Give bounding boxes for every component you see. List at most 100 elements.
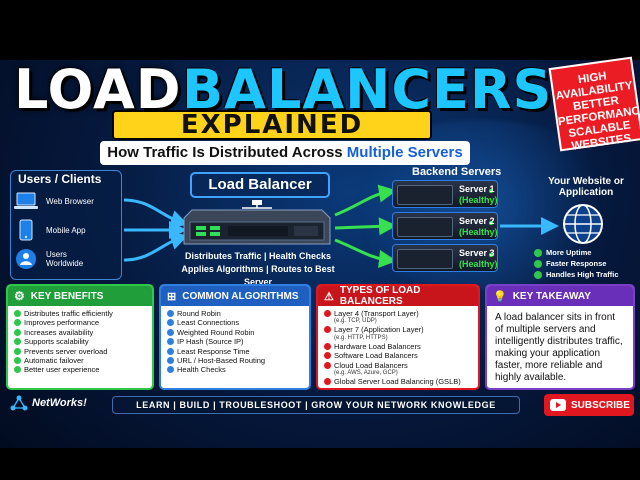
panel-title: KEY BENEFITS: [30, 290, 104, 302]
item-text: Software Load Balancers: [334, 351, 418, 361]
bullet-icon: [324, 361, 331, 369]
check-icon: [534, 248, 542, 257]
bullet-icon: [324, 352, 331, 360]
server-led: [489, 189, 493, 193]
letterbox-bottom: [0, 448, 640, 480]
list-item: Distributes traffic efficiently: [14, 309, 148, 318]
check-icon: [14, 366, 21, 374]
server-1: Server 1(Healthy): [392, 180, 498, 208]
website-benefit: Handles High Traffic: [534, 270, 619, 279]
website-title: Your Website or Application: [548, 176, 624, 198]
server-status: (Healthy): [459, 259, 498, 269]
list-item: Supports scalability: [14, 337, 148, 346]
subscribe-button[interactable]: SUBSCRIBE: [544, 394, 634, 416]
check-icon: [14, 357, 21, 365]
client-mobile-app: Mobile App: [14, 219, 86, 241]
item-text: Hardware Load Balancers: [334, 341, 421, 351]
type-sub: (e.g. AWS, Azure, GCP): [334, 370, 398, 377]
website-benefit: More Uptime: [534, 248, 591, 257]
item-text: Layer 4 (Transport Layer)(e.g. TCP, UDP): [334, 309, 419, 325]
server-led: [489, 221, 493, 225]
server-status: (Healthy): [459, 227, 498, 237]
arrow-lb-server1: [334, 184, 397, 217]
letterbox-top: [0, 0, 640, 60]
server-2: Server 2(Healthy): [392, 212, 498, 240]
panel-title: KEY TAKEAWAY: [512, 290, 591, 302]
list-item: IP Hash (Source IP): [167, 337, 305, 346]
server-led: [489, 253, 493, 257]
hierarchy-icon: ⊞: [167, 290, 177, 303]
panel-header: ⚠ TYPES OF LOAD BALANCERS: [318, 286, 478, 307]
lightbulb-icon: 💡: [493, 290, 507, 303]
subtitle-text: How Traffic Is Distributed Across: [107, 144, 347, 161]
server-name: Server 1: [459, 184, 495, 194]
server-rack-icon: [397, 185, 453, 205]
server-rack-icon: [397, 249, 453, 269]
client-web-browser: Web Browser: [14, 190, 94, 212]
footer-tagline: LEARN | BUILD | TROUBLESHOOT | GROW YOUR…: [112, 396, 520, 414]
benefit-label: Faster Response: [546, 259, 607, 268]
title-explained: EXPLAINED: [112, 110, 432, 140]
item-text: Weighted Round Robin: [177, 327, 255, 337]
list-item: Automatic failover: [14, 356, 148, 365]
type-label: Cloud Load Balancers: [334, 360, 408, 370]
type-label: Layer 7 (Application Layer): [334, 325, 424, 335]
server-name: Server 3: [459, 248, 495, 258]
list-item: Global Server Load Balancing (GSLB): [324, 377, 474, 386]
panel-types: ⚠ TYPES OF LOAD BALANCERS Layer 4 (Trans…: [316, 284, 480, 390]
item-text: Better user experience: [24, 365, 100, 375]
bullet-icon: [167, 357, 174, 365]
benefit-label: Handles High Traffic: [546, 270, 619, 279]
bullet-icon: [167, 319, 174, 327]
client-label: Mobile App: [46, 225, 86, 235]
item-text: Prevents server overload: [24, 346, 108, 356]
check-icon: [534, 259, 542, 268]
item-text: Increases availability: [24, 327, 94, 337]
item-text: Least Connections: [177, 318, 240, 328]
check-icon: [14, 347, 21, 355]
list-item: Software Load Balancers: [324, 351, 474, 360]
server-label: Server 2(Healthy): [459, 216, 498, 238]
server-label: Server 3(Healthy): [459, 248, 498, 270]
list-item: Improves performance: [14, 318, 148, 327]
list-item: Better user experience: [14, 365, 148, 374]
list-item: Increases availability: [14, 328, 148, 337]
users-icon: [14, 248, 38, 270]
backend-servers-title: Backend Servers: [412, 166, 502, 178]
network-icon: [10, 395, 28, 411]
lb-desc-line: Distributes Traffic | Health Checks: [184, 251, 332, 261]
item-text: Improves performance: [24, 318, 100, 328]
gear-icon: ⚙: [14, 289, 25, 303]
check-icon: [14, 338, 21, 346]
brand-logo: NetWorks!: [10, 395, 87, 411]
check-icon: [534, 270, 542, 279]
types-list: Layer 4 (Transport Layer)(e.g. TCP, UDP)…: [318, 306, 478, 386]
check-icon: [14, 328, 21, 336]
item-text: Distributes traffic efficiently: [24, 309, 113, 318]
panel-takeaway: 💡 KEY TAKEAWAY A load balancer sits in f…: [485, 284, 635, 390]
item-text: Cloud Load Balancers(e.g. AWS, Azure, GC…: [334, 361, 408, 377]
list-item: URL / Host-Based Routing: [167, 356, 305, 365]
youtube-icon: [550, 399, 566, 411]
list-item: Cloud Load Balancers(e.g. AWS, Azure, GC…: [324, 361, 474, 377]
list-item: Round Robin: [167, 309, 305, 318]
server-3: Server 3(Healthy): [392, 244, 498, 272]
item-text: URL / Host-Based Routing: [177, 356, 266, 366]
subtitle: How Traffic Is Distributed Across Multip…: [100, 141, 470, 165]
server-rack-icon: [397, 217, 453, 237]
panel-header: ⊞ COMMON ALGORITHMS: [161, 286, 309, 306]
panel-header: 💡 KEY TAKEAWAY: [487, 286, 633, 306]
list-item: Weighted Round Robin: [167, 328, 305, 337]
load-balancer-title: Load Balancer: [190, 172, 330, 198]
bullet-icon: [324, 310, 331, 317]
bullet-icon: [167, 347, 174, 355]
mobile-icon: [14, 219, 38, 241]
arrow-lb-server2: [334, 217, 397, 236]
server-name: Server 2: [459, 216, 495, 226]
list-item: Health Checks: [167, 365, 305, 374]
bullet-icon: [167, 328, 174, 336]
load-balancer-appliance-icon: [183, 200, 331, 245]
type-sub: (e.g. TCP, UDP): [334, 318, 377, 325]
